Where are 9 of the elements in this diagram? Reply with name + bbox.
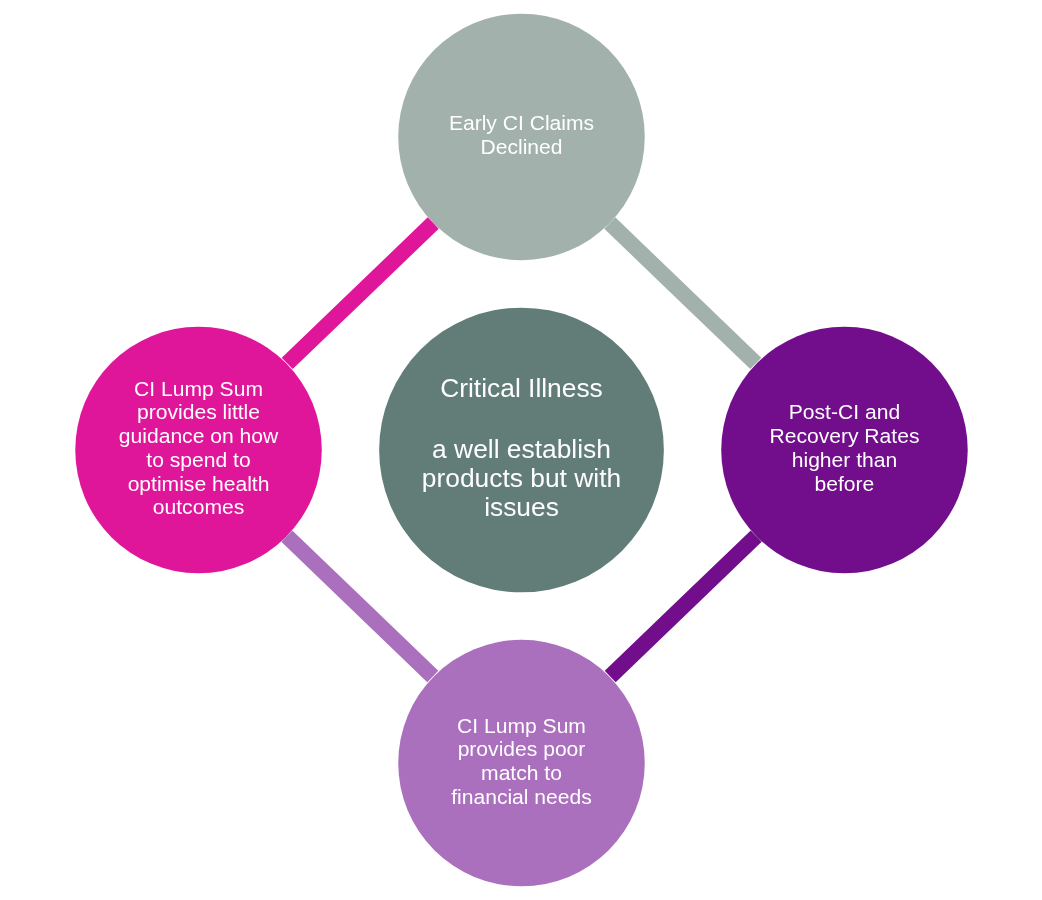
node-circle: Critical Illness a well establish products but with issues	[378, 307, 664, 593]
connector	[604, 530, 762, 683]
connector	[280, 530, 438, 683]
node-circle: Early CI Claims Declined	[397, 13, 645, 261]
node-circle: Post-CI and Recovery Rates higher than before	[720, 326, 968, 574]
connector	[603, 217, 761, 370]
node-circle: CI Lump Sum provides little guidance on how to spend to optimise health outcomes	[74, 326, 322, 574]
connector	[281, 217, 439, 370]
node-circle: CI Lump Sum provides poor match to financial needs	[397, 639, 645, 887]
